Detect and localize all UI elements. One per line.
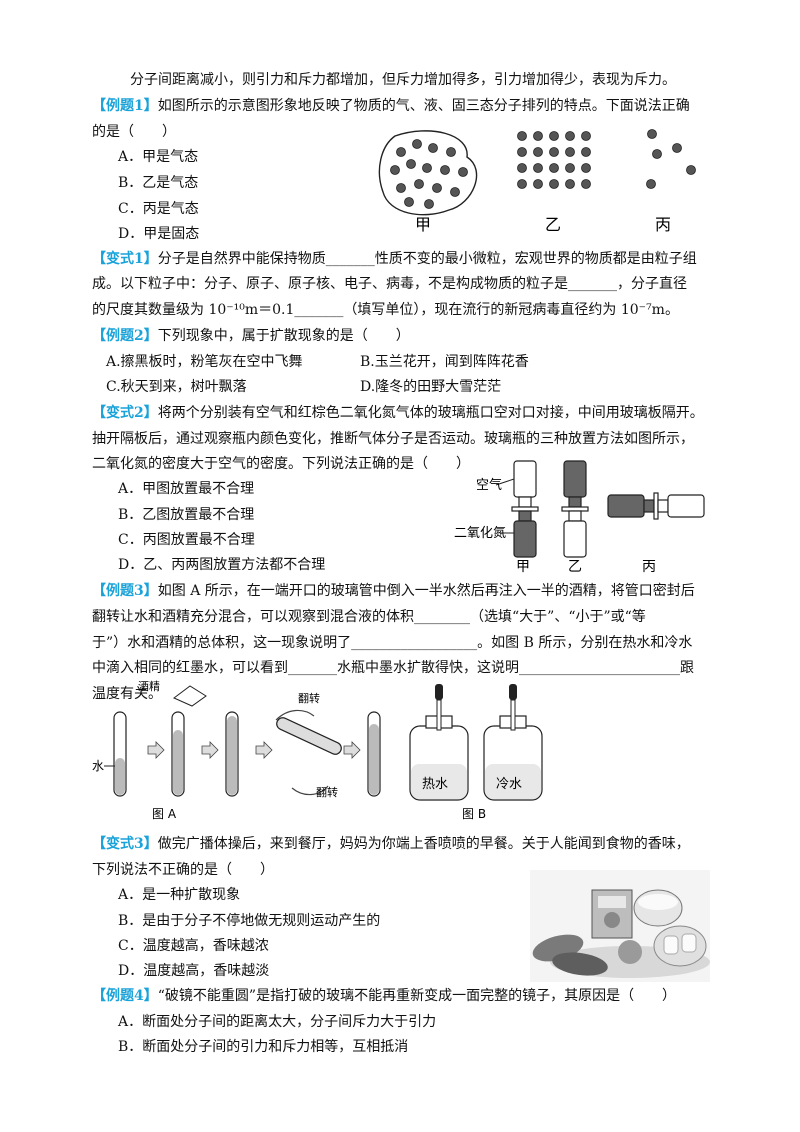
q1-option-b: B．乙是气态 [118, 175, 199, 191]
q2-option-c: C.秋天到来，树叶飘落 [106, 379, 247, 395]
q1-line2: 的是（ ） [92, 124, 176, 140]
q1-fig-label-bing: 丙 [655, 215, 671, 232]
v1-tag: 【变式1】 [92, 251, 158, 267]
v2-option-a: A．甲图放置最不合理 [118, 481, 255, 497]
q3-fig-caption-b: 图 B [462, 807, 486, 820]
q3-fig-flip-label-bottom: 翻转 [316, 785, 338, 799]
q3-line2: 翻转让水和酒精充分混合，可以观察到混合液的体积________（选填“大于”、“… [92, 609, 646, 625]
v2-line3: 二氧化氮的密度大于空气的密度。下列说法正确的是（ ） [92, 456, 470, 472]
q1-fig-label-jia: 甲 [415, 215, 431, 232]
q2-tag: 【例题2】 [92, 328, 158, 344]
v2-option-b: B．乙图放置最不合理 [118, 507, 255, 523]
v2-fig-label-jia: 甲 [516, 559, 530, 573]
q4-option-b: B．断面处分子间的引力和斥力相等，互相抵消 [118, 1039, 409, 1055]
q2-line1: 【例题2】下列现象中，属于扩散现象的是（ ） [92, 328, 410, 344]
v2-line1: 【变式2】将两个分别装有空气和红棕色二氧化氮气体的玻璃瓶口空对口对接，中间用玻璃… [92, 405, 704, 421]
q1-tag: 【例题1】 [92, 98, 158, 114]
v3-option-d: D．温度越高，香味越淡 [118, 963, 270, 979]
q4-tag: 【例题4】 [92, 988, 158, 1004]
v2-fig-label-yi: 乙 [568, 559, 582, 573]
q1-fig-label-yi: 乙 [545, 215, 561, 232]
q4-line1: 【例题4】“破镜不能重圆”是指打破的玻璃不能再重新变成一面完整的镜子，其原因是（… [92, 988, 677, 1004]
v2-option-d: D．乙、丙两图放置方法都不合理 [118, 557, 326, 573]
q1-option-a: A．甲是气态 [118, 149, 199, 165]
q3-tag: 【例题3】 [92, 583, 158, 599]
v3-tag: 【变式3】 [92, 836, 158, 852]
v2-tag: 【变式2】 [92, 405, 158, 421]
q3-figure: 水 酒精 翻转 翻转 图 A 热水 冷水 图 B [92, 680, 543, 820]
q4-option-a: A．断面处分子间的距离太大，分子间斥力大于引力 [118, 1014, 437, 1030]
v2-fig-label-bing: 丙 [642, 559, 656, 573]
q2-option-d: D.隆冬的田野大雪茫茫 [360, 379, 502, 395]
v3-line1: 【变式3】做完广播体操后，来到餐厅，妈妈为你端上香喷喷的早餐。关于人能闻到食物的… [92, 836, 690, 852]
v3-line2: 下列说法不正确的是（ ） [92, 862, 274, 878]
v2-fig-air-label: 空气 [476, 477, 502, 493]
v2-fig-no2-label: 二氧化氮 [454, 526, 506, 541]
v3-option-b: B．是由于分子不停地做无规则运动产生的 [118, 913, 381, 929]
q1-option-c: C．丙是气态 [118, 201, 199, 217]
v2-option-c: C．丙图放置最不合理 [118, 532, 255, 548]
v2-bottles-figure: 空气 二氧化氮 甲 乙 丙 [454, 460, 705, 573]
q3-fig-cold-label: 冷水 [496, 777, 522, 792]
q3-fig-alcohol-label: 酒精 [138, 680, 160, 693]
v3-option-c: C．温度越高，香味越浓 [118, 938, 269, 954]
q3-line4: 中滴入相同的红墨水，可以看到_______水瓶中墨水扩散得快，这说明______… [92, 660, 694, 676]
q2-option-a: A.擦黑板时，粉笔灰在空中飞舞 [106, 354, 303, 370]
v1-line3: 的尺度其数量级为 10⁻¹⁰m＝0.1_______（填写单位），现在流行的新冠… [92, 302, 679, 318]
q3-fig-flip-label-top: 翻转 [298, 691, 320, 705]
q3-fig-hot-label: 热水 [422, 777, 448, 792]
v1-line1: 【变式1】分子是自然界中能保持物质_______性质不变的最小微粒，宏观世界的物… [92, 251, 697, 267]
v2-line2: 抽开隔板后，通过观察瓶内颜色变化，推断气体分子是否运动。玻璃瓶的三种放置方法如图… [92, 431, 694, 447]
v1-line2: 成。以下粒子中：分子、原子、原子核、电子、病毒，不是构成物质的粒子是______… [92, 276, 687, 292]
q1-option-d: D．甲是固态 [118, 226, 200, 242]
q3-line5: 温度有关。 [92, 686, 162, 702]
intro-text: 分子间距离减小，则引力和斥力都增加，但斥力增加得多，引力增加得少，表现为斥力。 [130, 72, 676, 88]
q3-fig-caption-a: 图 A [152, 807, 177, 820]
q1-states-figure: 甲 乙 丙 [378, 129, 696, 232]
q3-line3: 于”）水和酒精的总体积，这一现象说明了__________________。如图… [92, 635, 693, 651]
v3-breakfast-photo [530, 870, 710, 982]
v3-option-a: A．是一种扩散现象 [118, 887, 241, 903]
q1-line1: 【例题1】如图所示的示意图形象地反映了物质的气、液、固三态分子排列的特点。下面说… [92, 98, 690, 114]
q3-line1: 【例题3】如图 A 所示，在一端开口的玻璃管中倒入一半水然后再注入一半的酒精，将… [92, 583, 695, 599]
q3-fig-water-label: 水 [92, 759, 104, 773]
q2-option-b: B.玉兰花开，闻到阵阵花香 [360, 354, 529, 370]
